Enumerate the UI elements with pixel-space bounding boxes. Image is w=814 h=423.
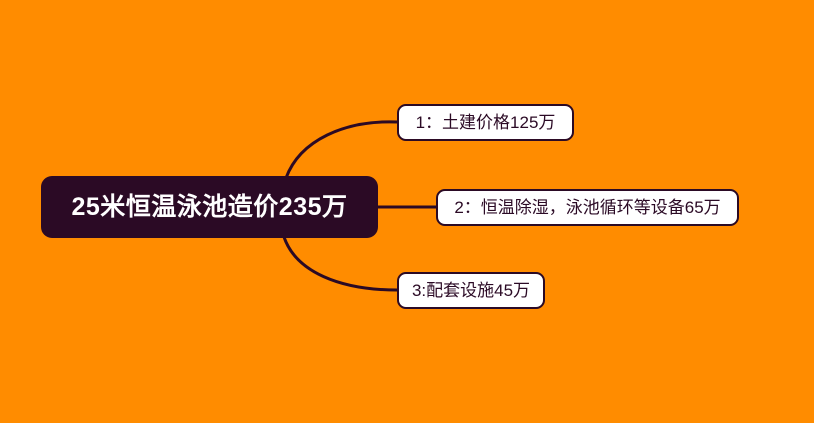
branch-node-2-label: 2：恒温除湿，泳池循环等设备65万 (454, 198, 721, 217)
branch-node-1[interactable]: 1：土建价格125万 (397, 104, 574, 141)
branch-node-2[interactable]: 2：恒温除湿，泳池循环等设备65万 (436, 189, 739, 226)
branch-node-1-label: 1：土建价格125万 (415, 113, 556, 132)
branch-node-3[interactable]: 3:配套设施45万 (397, 272, 545, 309)
connector-to-branch-3 (282, 236, 398, 292)
connector-to-branch-1 (284, 120, 398, 179)
branch-node-3-label: 3:配套设施45万 (411, 281, 531, 300)
central-node-label: 25米恒温泳池造价235万 (71, 192, 348, 221)
central-node[interactable]: 25米恒温泳池造价235万 (41, 176, 378, 238)
